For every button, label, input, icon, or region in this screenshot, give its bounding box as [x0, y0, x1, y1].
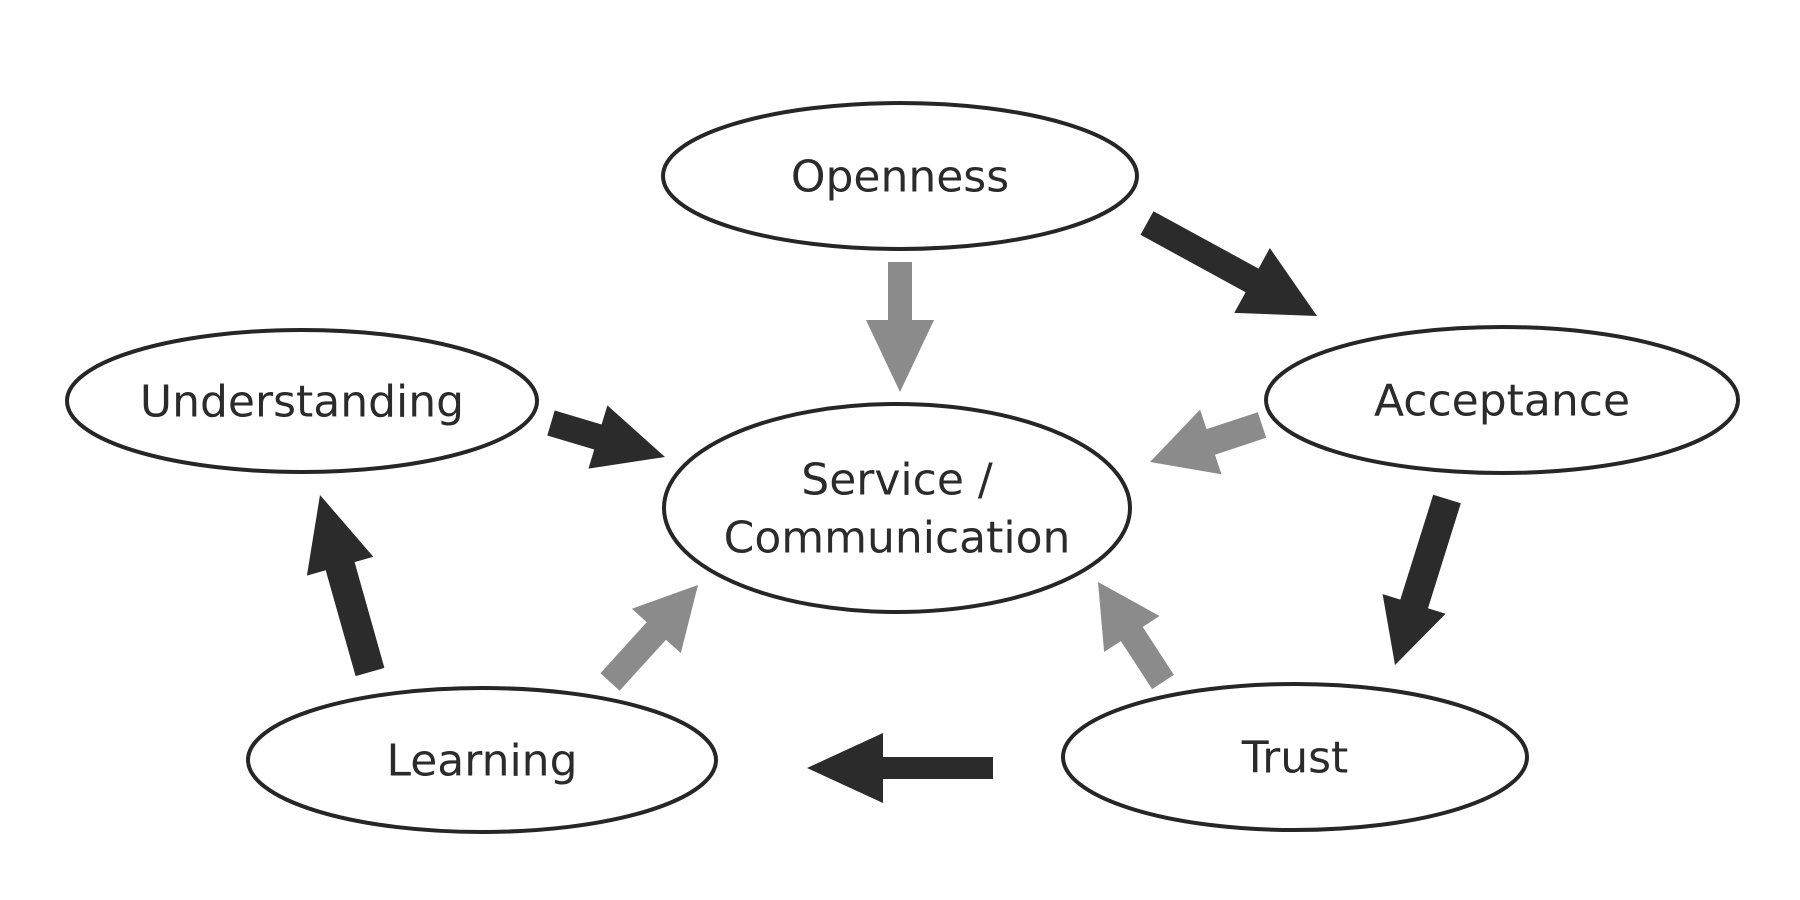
arrow-understanding-to-service — [547, 405, 665, 469]
node-acceptance: Acceptance — [1264, 325, 1740, 475]
node-service-label: Service / — [801, 454, 993, 505]
node-acceptance-ellipse — [1264, 325, 1740, 475]
node-service: Service / Communication — [662, 402, 1132, 614]
node-learning-ellipse — [246, 686, 718, 834]
node-understanding: Understanding — [65, 328, 539, 474]
node-openness-label: Openness — [791, 151, 1009, 202]
node-trust: Trust — [1061, 682, 1529, 832]
node-understanding-label: Understanding — [140, 376, 464, 427]
node-service-ellipse — [662, 402, 1132, 614]
arrow-learning-to-service — [600, 585, 698, 691]
node-learning: Learning — [246, 686, 718, 834]
node-learning-label: Learning — [386, 735, 577, 786]
arrow-acceptance-to-trust — [1382, 494, 1461, 665]
node-openness: Openness — [661, 101, 1139, 251]
node-service-label: Communication — [724, 512, 1071, 563]
node-acceptance-label: Acceptance — [1374, 375, 1630, 426]
arrow-learning-to-understanding — [306, 495, 385, 677]
arrow-openness-to-service — [866, 262, 934, 392]
node-trust-ellipse — [1061, 682, 1529, 832]
node-openness-ellipse — [661, 101, 1139, 251]
arrow-trust-to-service — [1098, 582, 1174, 690]
arrow-acceptance-to-service — [1150, 409, 1267, 475]
arrow-trust-to-learning — [807, 733, 993, 803]
arrow-openness-to-acceptance — [1140, 211, 1317, 316]
node-understanding-ellipse — [65, 328, 539, 474]
node-trust-label: Trust — [1241, 732, 1349, 783]
